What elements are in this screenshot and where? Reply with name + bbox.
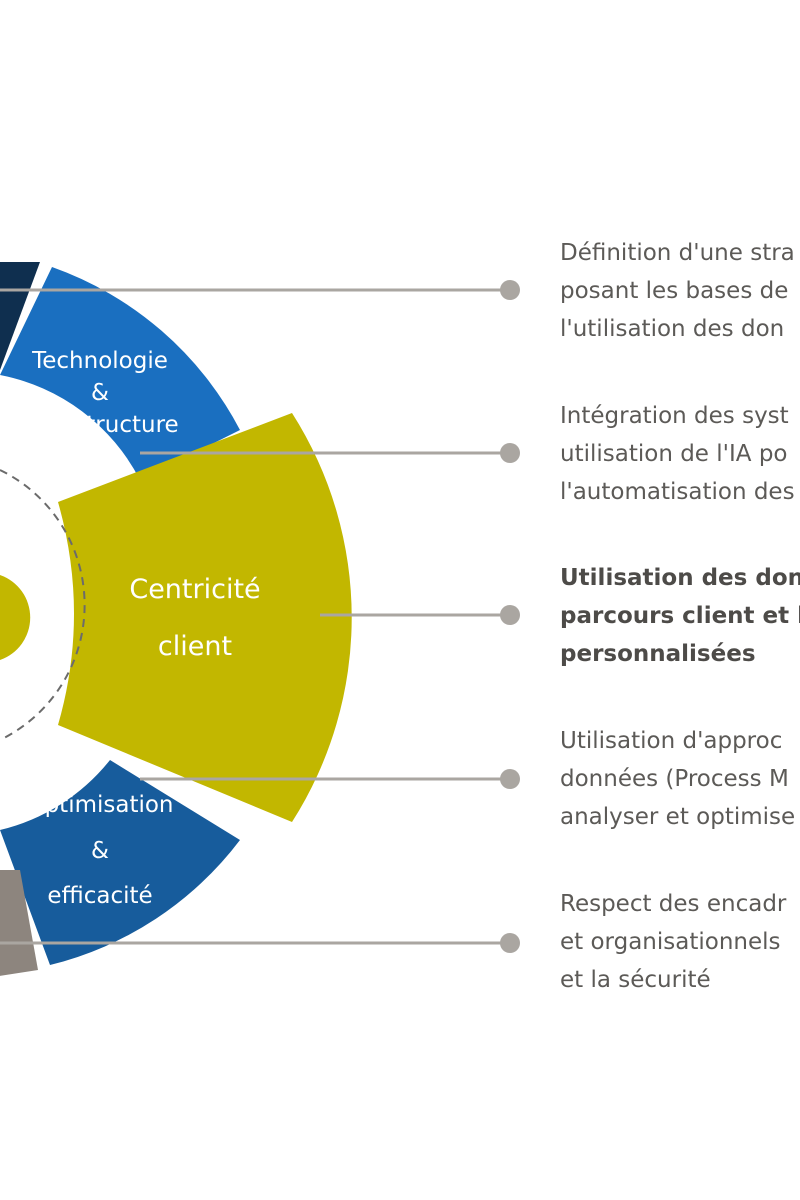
segment-technology-line-1: Technologie bbox=[31, 348, 168, 374]
description-3-line-1: Utilisation des don bbox=[560, 565, 800, 591]
connector-dot-1 bbox=[500, 280, 520, 300]
segment-strategy-lower bbox=[0, 870, 38, 976]
description-4-line-2: données (Process M bbox=[560, 766, 789, 792]
connector-dot-4 bbox=[500, 769, 520, 789]
description-4-line-1: Utilisation d'approc bbox=[560, 728, 783, 754]
segment-customer bbox=[58, 413, 352, 822]
segment-technology-line-2: & bbox=[91, 380, 109, 406]
center-hub bbox=[0, 575, 31, 660]
description-1: Définition d'une stra posant les bases d… bbox=[560, 234, 800, 348]
description-2-line-2: utilisation de l'IA po bbox=[560, 441, 788, 467]
description-5-line-2: et organisationnels bbox=[560, 929, 781, 955]
description-3-line-3: personnalisées bbox=[560, 641, 756, 667]
segment-optimisation bbox=[0, 760, 240, 965]
description-5-line-1: Respect des encadr bbox=[560, 891, 787, 917]
description-1-line-2: posant les bases de bbox=[560, 278, 789, 304]
description-5-line-3: et la sécurité bbox=[560, 967, 711, 993]
description-5: Respect des encadr et organisationnels e… bbox=[560, 885, 800, 999]
segment-customer-line-1: Centricité bbox=[129, 574, 260, 605]
inner-dashed-ring bbox=[0, 469, 86, 741]
segment-customer-line-2: client bbox=[158, 631, 232, 662]
connector-dot-5 bbox=[500, 933, 520, 953]
segment-technology-line-3: Infrastructure bbox=[21, 412, 178, 438]
description-2: Intégration des syst utilisation de l'IA… bbox=[560, 397, 800, 511]
segment-optimisation-line-1: Optimisation bbox=[26, 792, 173, 818]
description-2-line-3: l'automatisation des bbox=[560, 479, 795, 505]
connector-dot-3 bbox=[500, 605, 520, 625]
segment-technology bbox=[0, 267, 240, 480]
description-1-line-3: l'utilisation des don bbox=[560, 316, 785, 342]
description-3-line-2: parcours client et l bbox=[560, 603, 800, 629]
description-1-line-1: Définition d'une stra bbox=[560, 240, 795, 266]
description-2-line-1: Intégration des syst bbox=[560, 403, 789, 429]
description-4-line-3: analyser et optimise bbox=[560, 804, 796, 830]
segment-optimisation-line-2: & bbox=[91, 838, 109, 864]
description-3: Utilisation des don parcours client et l… bbox=[560, 559, 800, 673]
description-4: Utilisation d'approc données (Process M … bbox=[560, 722, 800, 836]
segment-optimisation-line-3: efficacité bbox=[47, 883, 152, 909]
connectors bbox=[0, 280, 520, 953]
connector-dot-2 bbox=[500, 443, 520, 463]
